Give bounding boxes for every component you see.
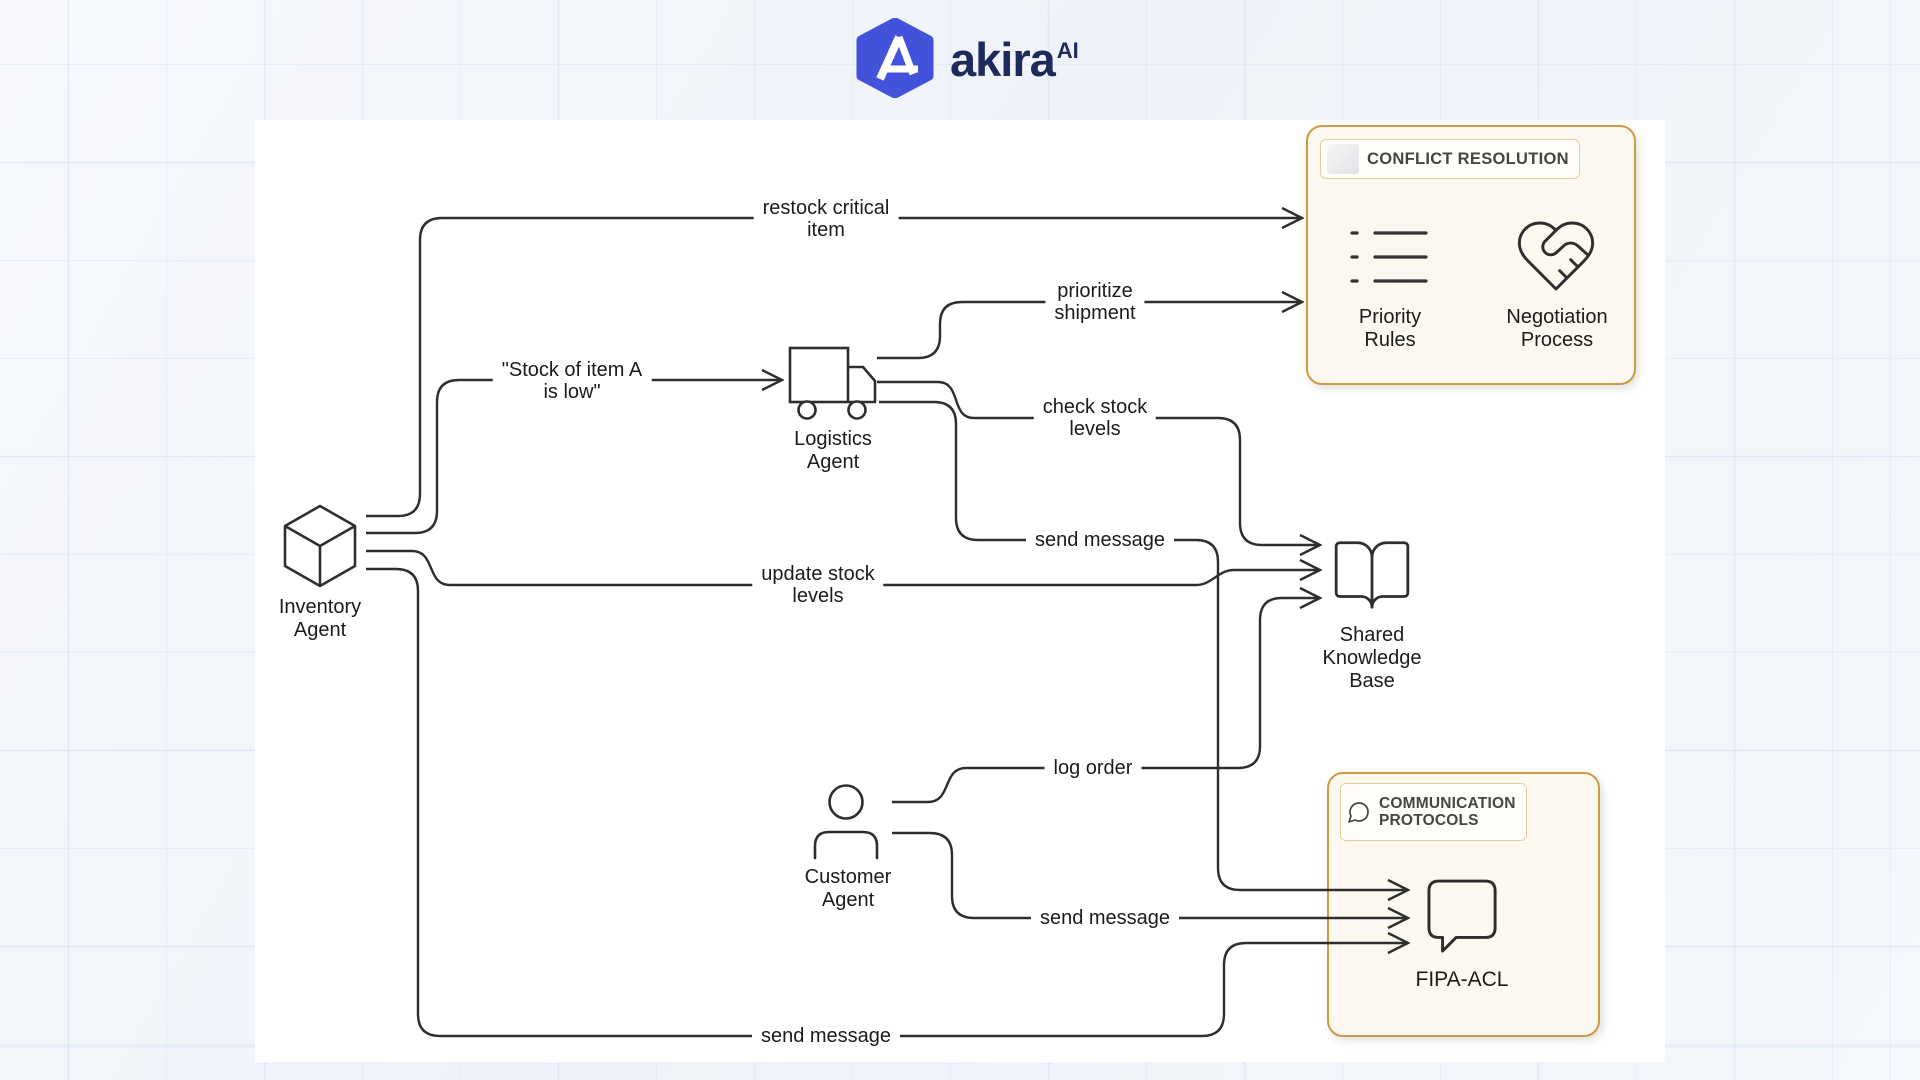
communication-protocols-title-chip: COMMUNICATION PROTOCOLS bbox=[1340, 783, 1527, 841]
edge-label-prioritize-shipment: prioritize shipment bbox=[1045, 279, 1145, 325]
edge-label-send-message-inventory: send message bbox=[751, 1024, 901, 1048]
edge-stock-of-item-a-is-low bbox=[366, 380, 782, 535]
edge-send-message-customer bbox=[892, 831, 1408, 918]
cube-icon bbox=[283, 504, 357, 588]
message-square-icon bbox=[1427, 879, 1497, 953]
edge-label-stock-of-item-a-is-low: "Stock of item A is low" bbox=[492, 358, 652, 404]
edge-check-stock-levels bbox=[877, 380, 1320, 545]
negotiation-process-label: Negotiation Process bbox=[1506, 306, 1608, 351]
akira-logo-hexagon-icon bbox=[856, 18, 934, 98]
truck-icon bbox=[788, 346, 877, 420]
inventory-agent-label: Inventory Agent bbox=[278, 596, 362, 641]
edge-log-order bbox=[892, 598, 1320, 804]
communication-protocols-title: COMMUNICATION PROTOCOLS bbox=[1379, 795, 1516, 829]
edge-label-log-order: log order bbox=[1044, 756, 1142, 780]
open-book-icon bbox=[1334, 541, 1410, 609]
edge-label-restock-critical-item: restock critical item bbox=[753, 196, 899, 242]
speech-bubble-icon bbox=[1348, 802, 1369, 823]
edge-restock-critical-item bbox=[366, 218, 1302, 518]
priority-rules-label: Priority Rules bbox=[1358, 306, 1422, 351]
brand-superscript: AI bbox=[1056, 38, 1079, 63]
conflict-resolution-title: CONFLICT RESOLUTION bbox=[1367, 149, 1569, 168]
edge-label-check-stock-levels: check stock levels bbox=[1033, 395, 1157, 441]
scales-ghost-icon bbox=[1327, 144, 1359, 174]
person-icon bbox=[813, 784, 879, 860]
heart-handshake-icon bbox=[1517, 221, 1595, 291]
customer-agent-label: Customer Agent bbox=[804, 866, 892, 911]
shared-knowledge-base-label: Shared Knowledge Base bbox=[1322, 624, 1422, 692]
logistics-agent-label: Logistics Agent bbox=[794, 428, 872, 473]
brand-name: akira bbox=[950, 33, 1056, 86]
edge-label-send-message-customer: send message bbox=[1030, 906, 1180, 930]
edge-prioritize-shipment bbox=[877, 302, 1302, 360]
brand-wordmark: akiraAI bbox=[950, 32, 1079, 87]
fipa-acl-label: FIPA-ACL bbox=[1415, 968, 1509, 991]
edge-label-update-stock-levels: update stock levels bbox=[752, 562, 884, 608]
edge-send-message-inventory bbox=[366, 567, 1408, 1038]
list-icon bbox=[1350, 231, 1428, 283]
edge-label-send-message-logistics: send message bbox=[1025, 528, 1175, 552]
edge-update-stock-levels bbox=[366, 549, 1320, 587]
conflict-resolution-title-chip: CONFLICT RESOLUTION bbox=[1320, 139, 1580, 179]
